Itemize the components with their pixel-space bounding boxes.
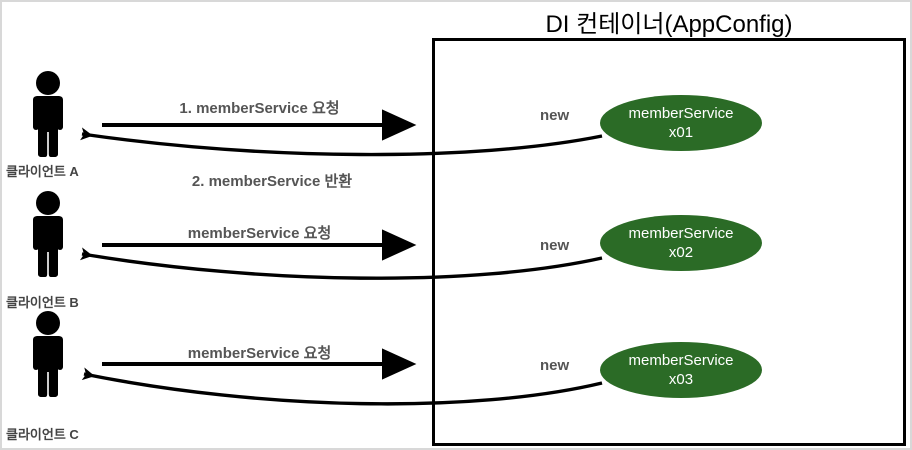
- bean-name-2: memberService: [628, 225, 734, 242]
- bean-id-2: x02: [668, 244, 694, 261]
- person-icon: [33, 71, 63, 157]
- new-label-2: new: [540, 237, 570, 254]
- bean-id-1: x01: [668, 124, 694, 141]
- bean-name-3: memberService: [628, 352, 734, 369]
- client-label-c: 클라이언트 C: [6, 427, 79, 442]
- flow-row-client-c: 클라이언트 C memberService 요청 new memberServi…: [2, 302, 910, 442]
- client-label-b: 클라이언트 B: [6, 295, 79, 310]
- di-container-box: [432, 38, 906, 446]
- new-label-3: new: [540, 357, 570, 374]
- request-label-3: memberService 요청: [187, 345, 332, 362]
- person-icon: [33, 191, 63, 277]
- return-label-1: 2. memberService 반환: [191, 173, 353, 190]
- flow-row-client-a: 클라이언트 A 1. memberService 요청 2. memberSer…: [2, 62, 910, 192]
- di-container-title: DI 컨테이너(AppConfig): [545, 11, 793, 38]
- bean-instance-2: memberService x02: [600, 215, 762, 271]
- client-label-a: 클라이언트 A: [6, 164, 79, 179]
- request-label-2: memberService 요청: [187, 225, 332, 242]
- flow-row-client-b: 클라이언트 B memberService 요청 new memberServi…: [2, 182, 910, 312]
- bean-name-1: memberService: [628, 105, 734, 122]
- bean-instance-3: memberService x03: [600, 342, 762, 398]
- bean-instance-1: memberService x01: [600, 95, 762, 151]
- new-label-1: new: [540, 107, 570, 124]
- person-icon: [33, 311, 63, 397]
- bean-id-3: x03: [668, 371, 694, 388]
- request-label-1: 1. memberService 요청: [179, 100, 340, 117]
